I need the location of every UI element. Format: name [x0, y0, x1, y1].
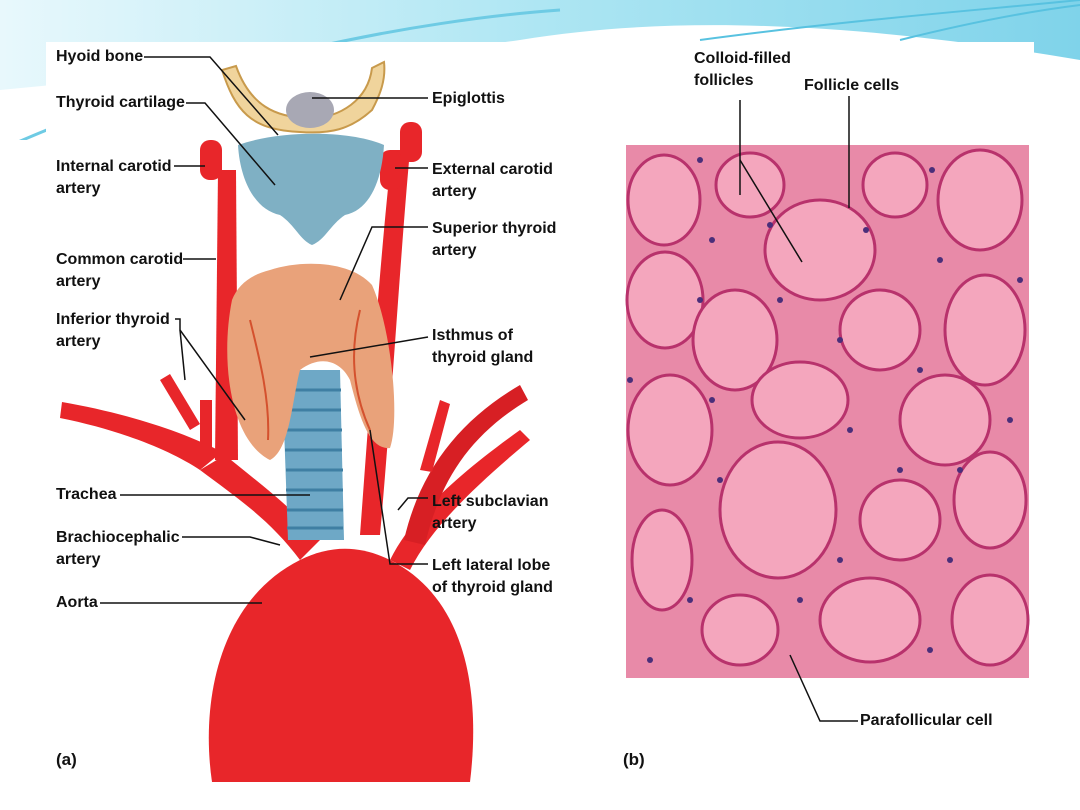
panel-a-tag: (a) [56, 750, 77, 769]
label-follicle-cells: Follicle cells [804, 77, 900, 94]
label-common-carotid: Common carotid artery [56, 251, 184, 290]
trachea-shape [282, 370, 344, 540]
label-left-lateral-lobe: Left lateral lobe of thyroid gland [432, 557, 553, 596]
label-aorta: Aorta [56, 594, 98, 611]
label-internal-carotid: Internal carotid artery [56, 158, 172, 197]
thyroid-gland-shape [227, 263, 395, 460]
label-thyroid-cartilage: Thyroid cartilage [56, 94, 185, 111]
label-trachea: Trachea [56, 486, 117, 503]
thyroid-cartilage-shape [238, 133, 384, 245]
panel-b-tag: (b) [623, 750, 645, 769]
label-superior-thyroid: Superior thyroid artery [432, 220, 557, 259]
aorta-shape [208, 548, 474, 782]
epiglottis-shape [286, 92, 334, 128]
hyoid-bone-shape [220, 60, 386, 134]
label-epiglottis: Epiglottis [432, 90, 505, 107]
label-external-carotid: External carotid artery [432, 161, 553, 200]
label-isthmus: Isthmus of thyroid gland [432, 327, 534, 366]
label-left-subclavian: Left subclavian artery [432, 493, 549, 532]
label-parafollicular-cell: Parafollicular cell [860, 712, 993, 729]
label-brachiocephalic: Brachiocephalic artery [56, 529, 180, 568]
label-inferior-thyroid: Inferior thyroid artery [56, 311, 170, 350]
label-hyoid-bone: Hyoid bone [56, 48, 144, 65]
label-colloid-follicles: Colloid-filled follicles [694, 50, 791, 89]
